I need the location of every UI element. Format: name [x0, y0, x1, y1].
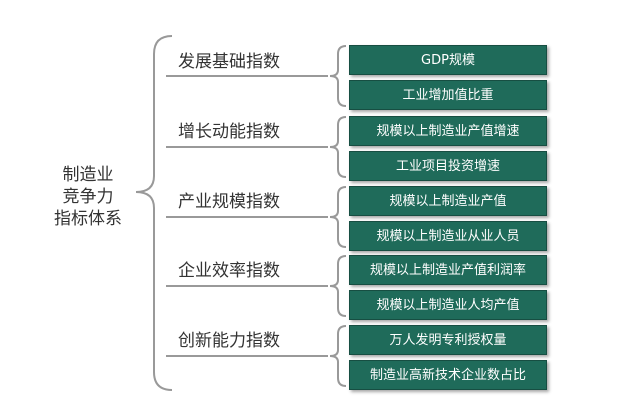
- category-label-3: 产业规模指数: [178, 192, 280, 212]
- category-label-1: 发展基础指数: [178, 52, 280, 72]
- indicator-box: 规模以上制造业人均产值: [349, 290, 547, 320]
- indicator-box: 工业增加值比重: [349, 80, 547, 110]
- indicator-box: 规模以上制造业产值: [349, 186, 547, 216]
- root-label-line-2: 竞争力: [62, 187, 114, 207]
- root-label-line-3: 指标体系: [54, 209, 122, 229]
- category-label-4: 企业效率指数: [178, 261, 280, 281]
- root-label-line-1: 制造业: [62, 165, 114, 185]
- indicator-box: 工业项目投资增速: [349, 151, 547, 181]
- small-brace-3: [329, 186, 347, 248]
- indicator-box: 规模以上制造业产值增速: [349, 116, 547, 146]
- indicator-box: 万人发明专利授权量: [349, 325, 547, 355]
- main-brace: [135, 35, 173, 391]
- category-label-5: 创新能力指数: [178, 331, 280, 351]
- category-label-2: 增长动能指数: [178, 122, 280, 142]
- root-label: 制造业 竞争力 指标体系: [38, 164, 138, 230]
- indicator-box: GDP规模: [349, 45, 547, 75]
- small-brace-2: [329, 116, 347, 178]
- small-brace-4: [329, 255, 347, 317]
- indicator-box: 规模以上制造业产值利润率: [349, 255, 547, 285]
- small-brace-5: [329, 325, 347, 387]
- indicator-box: 规模以上制造业从业人员: [349, 221, 547, 251]
- indicator-box: 制造业高新技术企业数占比: [349, 360, 547, 390]
- small-brace-1: [329, 45, 347, 107]
